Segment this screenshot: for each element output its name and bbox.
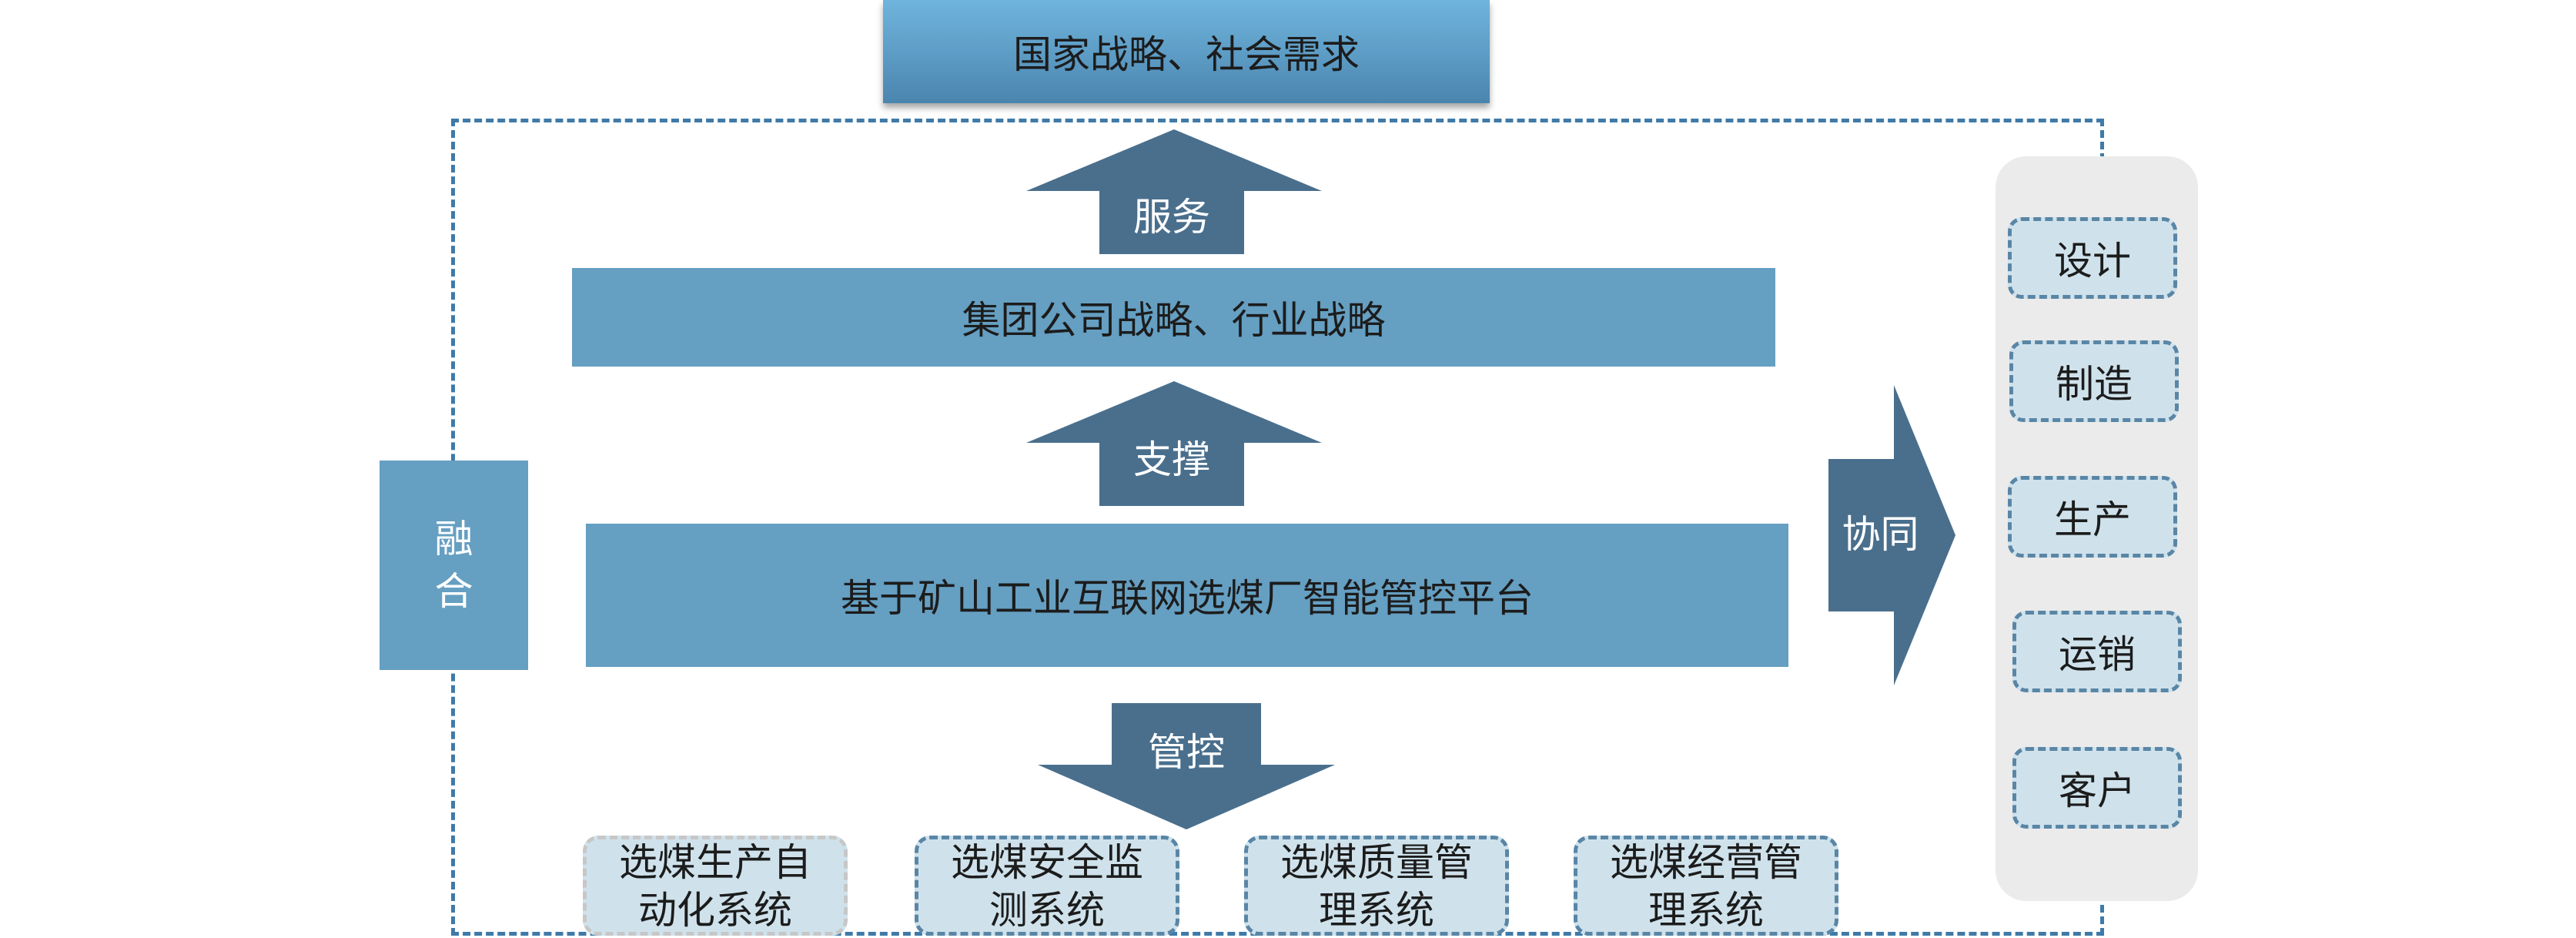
- national-strategy-label: 国家战略、社会需求: [1013, 32, 1360, 77]
- group-strategy-bar: 集团公司战略、行业战略: [572, 268, 1775, 367]
- role-manufacturing: 制造: [2009, 340, 2179, 422]
- group-strategy-label: 集团公司战略、行业战略: [962, 298, 1386, 343]
- system-line-1: 选煤安全监: [951, 840, 1143, 885]
- role-production: 生产: [2008, 476, 2177, 558]
- service-label: 服务: [1133, 195, 1210, 240]
- fusion-char-1: 融: [434, 517, 473, 561]
- role-sales-transport: 运销: [2012, 611, 2182, 692]
- fusion-box: 融 合: [380, 461, 528, 670]
- system-line-1: 选煤质量管: [1280, 840, 1473, 885]
- system-line-2: 动化系统: [638, 888, 792, 933]
- service-arrow: [1026, 129, 1322, 254]
- role-label: 制造: [2056, 362, 2133, 407]
- system-line-1: 选煤经营管: [1610, 840, 1802, 885]
- role-label: 运销: [2059, 632, 2136, 677]
- national-strategy-box: 国家战略、社会需求: [883, 0, 1490, 103]
- role-label: 设计: [2054, 239, 2131, 283]
- platform-label: 基于矿山工业互联网选煤厂智能管控平台: [841, 576, 1534, 621]
- support-arrow: [1026, 381, 1322, 506]
- control-arrow: [1038, 703, 1335, 829]
- system-line-1: 选煤生产自: [619, 840, 811, 885]
- synergy-label: 协同: [1842, 512, 1919, 557]
- platform-bar: 基于矿山工业互联网选煤厂智能管控平台: [586, 524, 1788, 667]
- synergy-arrow: [1828, 385, 1955, 685]
- system-line-2: 理系统: [1319, 888, 1434, 933]
- role-design: 设计: [2008, 217, 2177, 299]
- system-safety-monitoring: 选煤安全监测系统: [915, 836, 1179, 936]
- system-quality-management: 选煤质量管理系统: [1244, 836, 1509, 936]
- system-line-2: 理系统: [1648, 888, 1764, 933]
- role-customer: 客户: [2012, 747, 2182, 829]
- control-label: 管控: [1148, 730, 1225, 775]
- system-production-automation: 选煤生产自动化系统: [583, 836, 848, 936]
- role-label: 客户: [2059, 769, 2136, 813]
- system-business-management: 选煤经营管理系统: [1574, 836, 1838, 936]
- role-label: 生产: [2054, 497, 2131, 542]
- fusion-char-2: 合: [434, 569, 473, 614]
- system-line-2: 测系统: [989, 888, 1105, 933]
- support-label: 支撑: [1133, 437, 1210, 482]
